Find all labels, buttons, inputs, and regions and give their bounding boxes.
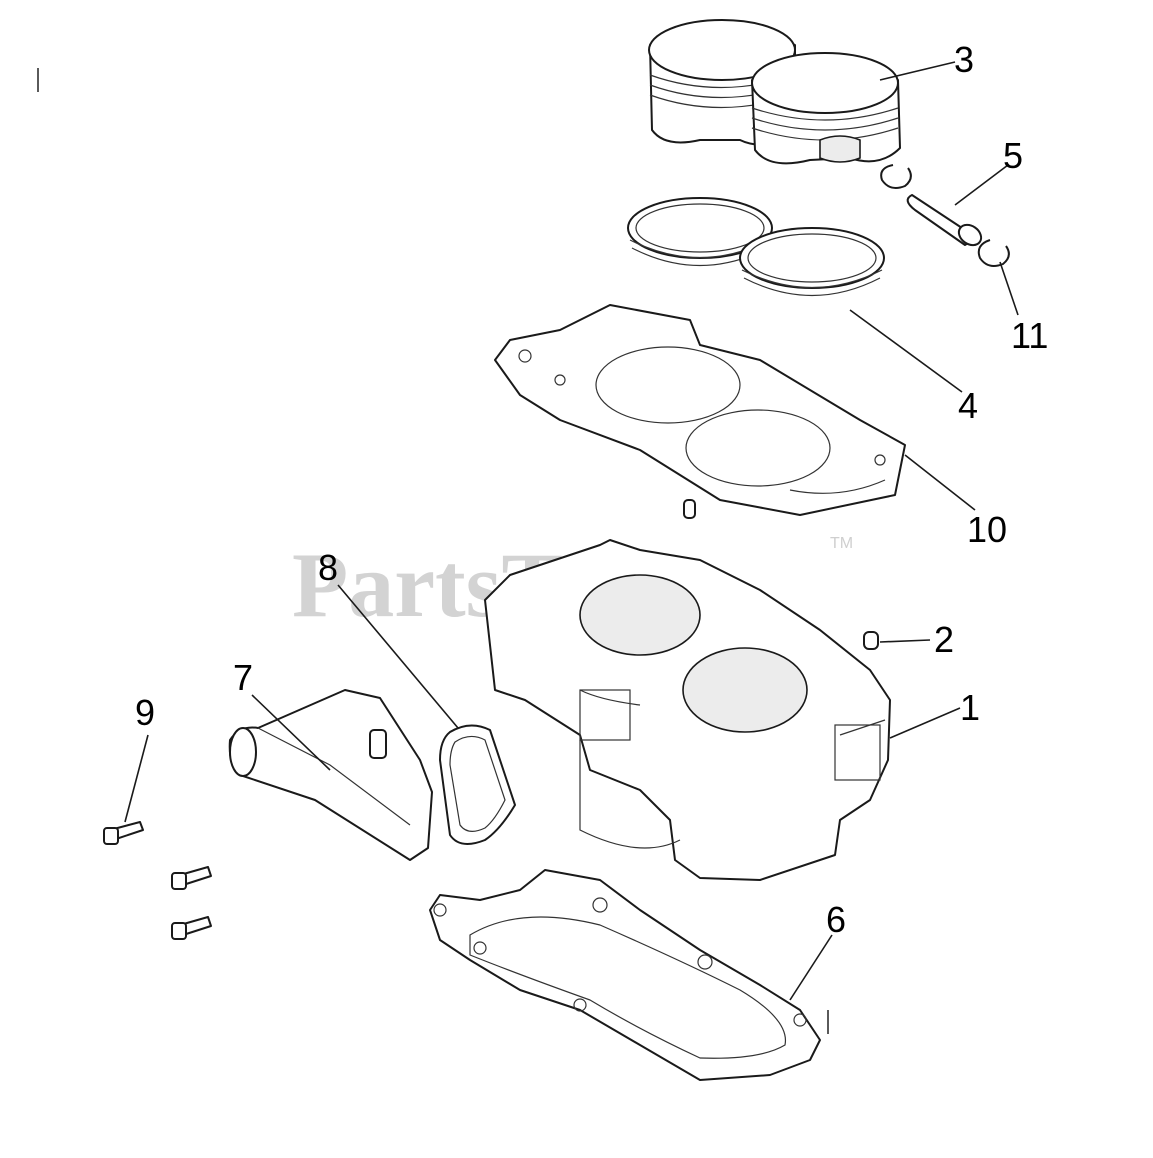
head-gasket[interactable] [494,304,906,516]
bolt-1[interactable] [103,821,144,845]
callout-1: 1 [960,687,980,728]
bolt-2[interactable] [171,866,212,890]
callout-9: 9 [135,692,155,733]
dowel-pin-upper[interactable] [683,499,696,519]
cylinder-block[interactable] [484,539,891,881]
callout-4: 4 [958,385,978,426]
callout-11: 11 [1011,315,1048,356]
circlip-lower[interactable] [977,239,1010,267]
callout-10: 10 [967,509,1007,550]
bolt-3[interactable] [171,916,212,940]
callout-6: 6 [826,899,846,940]
base-gasket[interactable] [429,869,821,1081]
callout-7: 7 [233,657,253,698]
callout-3: 3 [954,39,974,80]
callout-2: 2 [934,619,954,660]
watermark-tm: TM [830,535,853,552]
callout-labels: 3 5 11 4 10 2 1 6 8 7 9 [135,39,1048,940]
wrist-pin[interactable] [906,194,985,249]
leader-lines [124,61,1019,1001]
callout-5: 5 [1003,135,1023,176]
pistons[interactable] [648,19,901,165]
dowel-pin[interactable] [863,631,879,650]
water-outlet-housing[interactable] [228,689,433,861]
callout-8: 8 [318,547,338,588]
piston-rings[interactable] [627,197,885,296]
circlip-upper[interactable] [880,164,912,189]
outlet-seal[interactable] [439,724,516,845]
